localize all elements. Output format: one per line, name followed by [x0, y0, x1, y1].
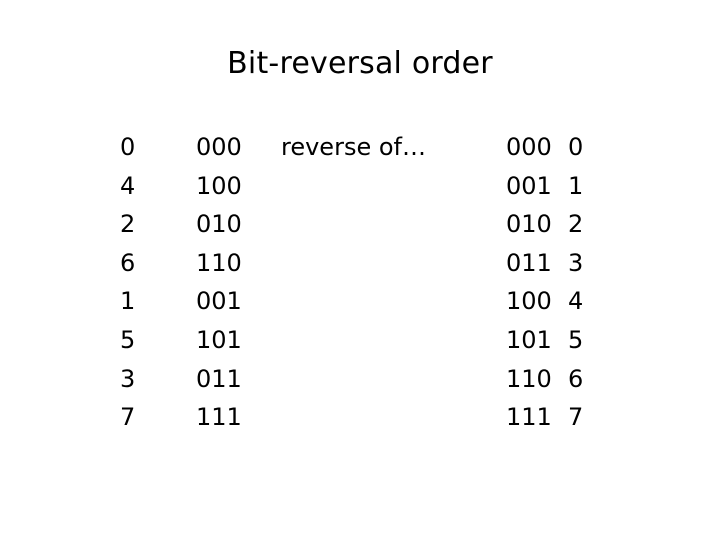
cell-binary-left: 000 [196, 133, 242, 161]
cell-decimal-right: 2 [568, 210, 584, 239]
spacer-cell [281, 174, 506, 213]
cell-decimal-right: 3 [568, 248, 584, 277]
reverse-of-label: reverse of… [281, 133, 426, 161]
cell-decimal-right: 6 [568, 364, 584, 393]
table-body: 0 000 reverse of… 000 0 4 100 001 1 2 01… [120, 135, 608, 444]
table-row: 5 101 101 5 [120, 328, 608, 367]
table-row: 3 011 110 6 [120, 367, 608, 406]
table-row: 7 111 111 7 [120, 405, 608, 444]
cell-decimal-left: 1 [120, 287, 136, 316]
bit-reversal-table-container: 0 000 reverse of… 000 0 4 100 001 1 2 01… [120, 135, 620, 444]
cell-binary-left: 011 [196, 364, 242, 393]
cell-binary-right: 011 [506, 248, 552, 277]
cell-decimal-left: 4 [120, 171, 136, 200]
table-row: 6 110 011 3 [120, 251, 608, 290]
cell-binary-right: 001 [506, 171, 552, 200]
spacer-cell [281, 328, 506, 367]
cell-binary-left: 101 [196, 325, 242, 354]
cell-binary-right: 101 [506, 325, 552, 354]
cell-decimal-right: 5 [568, 325, 584, 354]
cell-decimal-left: 5 [120, 325, 136, 354]
spacer-cell [281, 289, 506, 328]
table-row: 0 000 reverse of… 000 0 [120, 135, 608, 174]
spacer-cell [281, 251, 506, 290]
spacer-cell [281, 405, 506, 444]
cell-decimal-right: 4 [568, 287, 584, 316]
bit-reversal-table: 0 000 reverse of… 000 0 4 100 001 1 2 01… [120, 135, 608, 444]
cell-decimal-left: 2 [120, 210, 136, 239]
cell-decimal-right: 0 [568, 133, 584, 161]
cell-binary-left: 111 [196, 403, 242, 432]
cell-binary-left: 010 [196, 210, 242, 239]
cell-binary-right: 110 [506, 364, 552, 393]
table-row: 4 100 001 1 [120, 174, 608, 213]
cell-binary-right: 111 [506, 403, 552, 432]
cell-decimal-left: 6 [120, 248, 136, 277]
cell-binary-left: 110 [196, 248, 242, 277]
cell-decimal-left: 3 [120, 364, 136, 393]
cell-binary-left: 001 [196, 287, 242, 316]
cell-decimal-left: 7 [120, 403, 136, 432]
cell-binary-right: 010 [506, 210, 552, 239]
cell-binary-left: 100 [196, 171, 242, 200]
cell-binary-right: 100 [506, 287, 552, 316]
cell-binary-right: 000 [506, 133, 552, 161]
table-row: 2 010 010 2 [120, 212, 608, 251]
table-row: 1 001 100 4 [120, 289, 608, 328]
spacer-cell [281, 212, 506, 251]
cell-decimal-right: 7 [568, 403, 584, 432]
spacer-cell [281, 367, 506, 406]
page-title: Bit-reversal order [227, 46, 493, 81]
cell-decimal-left: 0 [120, 133, 136, 161]
cell-decimal-right: 1 [568, 171, 584, 200]
